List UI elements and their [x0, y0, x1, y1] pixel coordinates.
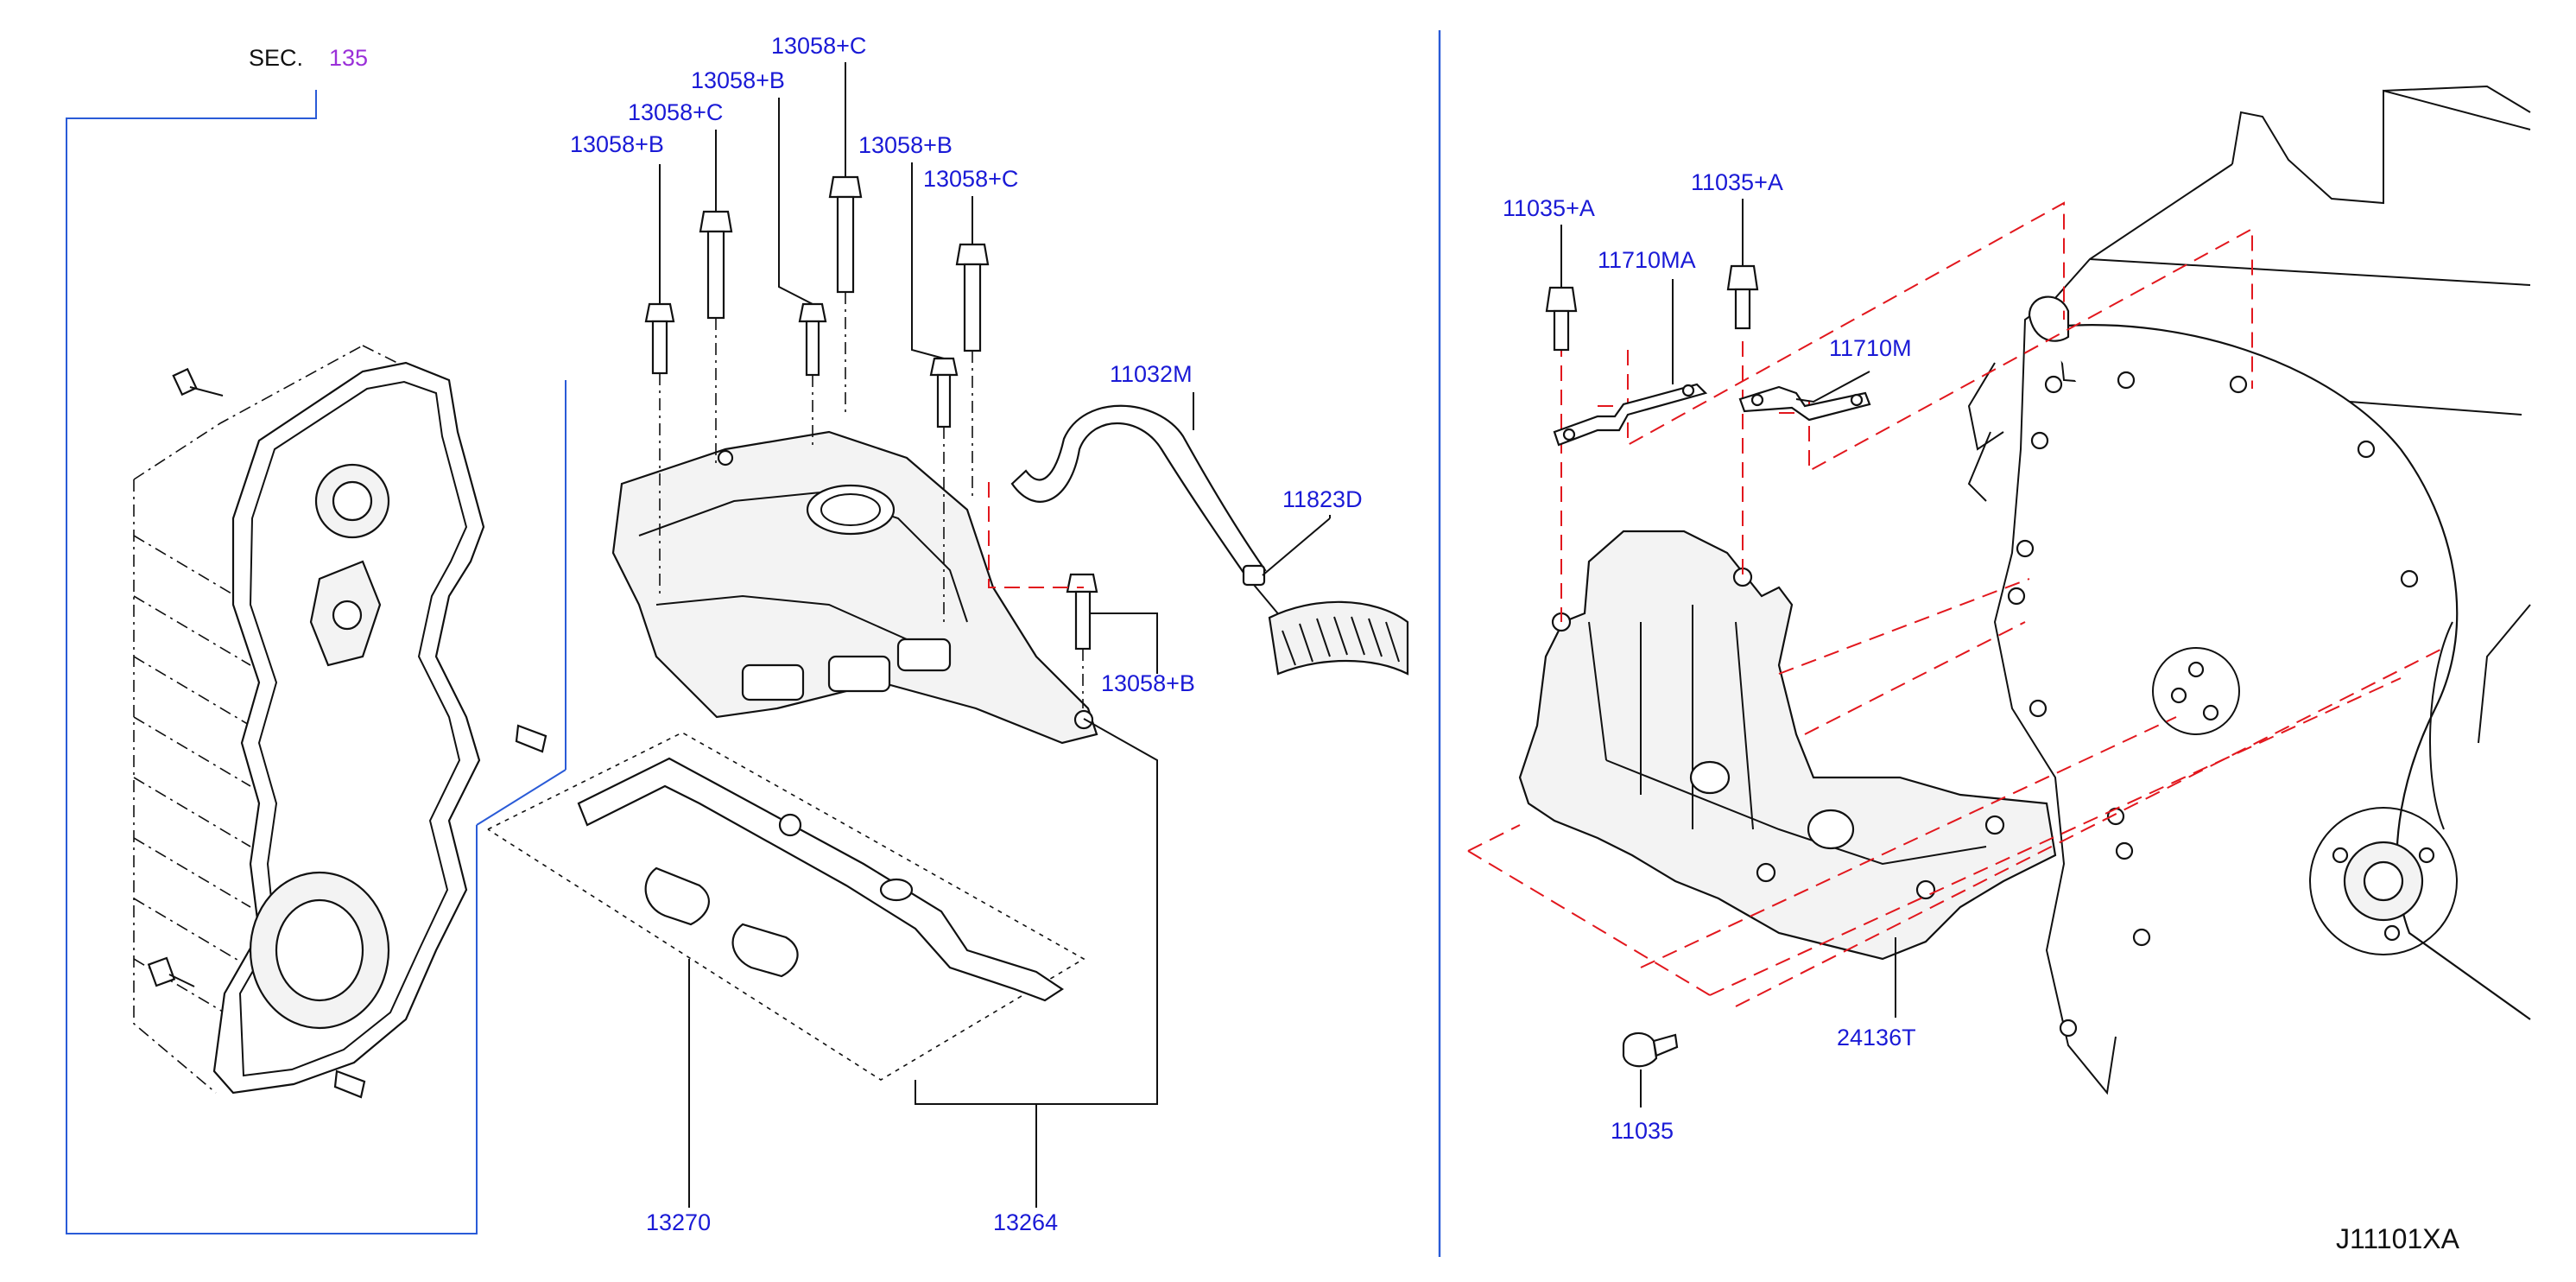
engine-mount-bracket	[1518, 530, 2057, 961]
label-13270[interactable]: 13270	[646, 1209, 711, 1235]
rocker-bolt-5	[929, 357, 959, 428]
engine-hose	[1268, 600, 1409, 676]
section-number-link[interactable]: 135	[329, 45, 368, 71]
rocker-bolt-2	[699, 210, 733, 320]
bracket-11710ma	[1553, 383, 1708, 447]
label-11035a-left[interactable]: 11035+A	[1503, 195, 1595, 221]
bolt-11035a-left	[1545, 286, 1578, 352]
label-11032m[interactable]: 11032M	[1110, 361, 1193, 387]
label-11710ma[interactable]: 11710MA	[1598, 247, 1696, 273]
diagram-code: J11101XA	[2336, 1223, 2460, 1254]
label-13058b-4[interactable]: 13058+B	[1101, 670, 1195, 696]
front-cover	[133, 345, 547, 1099]
phantom-lines	[1467, 201, 2445, 1007]
cover-dowel-pin-1	[515, 724, 547, 753]
cover-bolt-bottom	[147, 956, 195, 987]
label-13058c-2[interactable]: 13058+C	[771, 33, 866, 59]
section-prefix: SEC.	[249, 45, 303, 71]
label-13058b-3[interactable]: 13058+B	[858, 132, 953, 158]
label-24136t[interactable]: 24136T	[1837, 1025, 1916, 1050]
label-13058c-3[interactable]: 13058+C	[923, 166, 1018, 192]
rocker-bolt-1	[644, 302, 675, 375]
rocker-bolt-4	[828, 175, 863, 294]
cover-bolt-top	[172, 367, 224, 397]
label-11823d[interactable]: 11823D	[1282, 486, 1363, 512]
label-11035[interactable]: 11035	[1611, 1118, 1674, 1144]
label-13058b-1[interactable]: 13058+B	[570, 131, 664, 157]
rocker-gasket-set	[487, 732, 1085, 1081]
bracket-11710m	[1738, 385, 1871, 422]
breather-hose	[1010, 404, 1267, 581]
label-11035a-right[interactable]: 11035+A	[1691, 169, 1783, 195]
rocker-bolt-3	[798, 302, 827, 377]
section-bracket	[66, 90, 566, 1234]
rocker-cover	[611, 430, 1098, 745]
rocker-bolt-6	[955, 243, 990, 352]
bolt-11035a-right	[1726, 264, 1759, 330]
label-13058b-2[interactable]: 13058+B	[691, 67, 785, 93]
label-11710m[interactable]: 11710M	[1829, 335, 1912, 361]
bolt-11035-lower	[1622, 1031, 1679, 1068]
label-13264[interactable]: 13264	[993, 1209, 1058, 1235]
label-13058c-1[interactable]: 13058+C	[628, 99, 723, 125]
rocker-bolt-7	[1066, 573, 1098, 651]
engine-block	[1967, 85, 2531, 1095]
cover-dowel-pin-2	[333, 1069, 366, 1099]
